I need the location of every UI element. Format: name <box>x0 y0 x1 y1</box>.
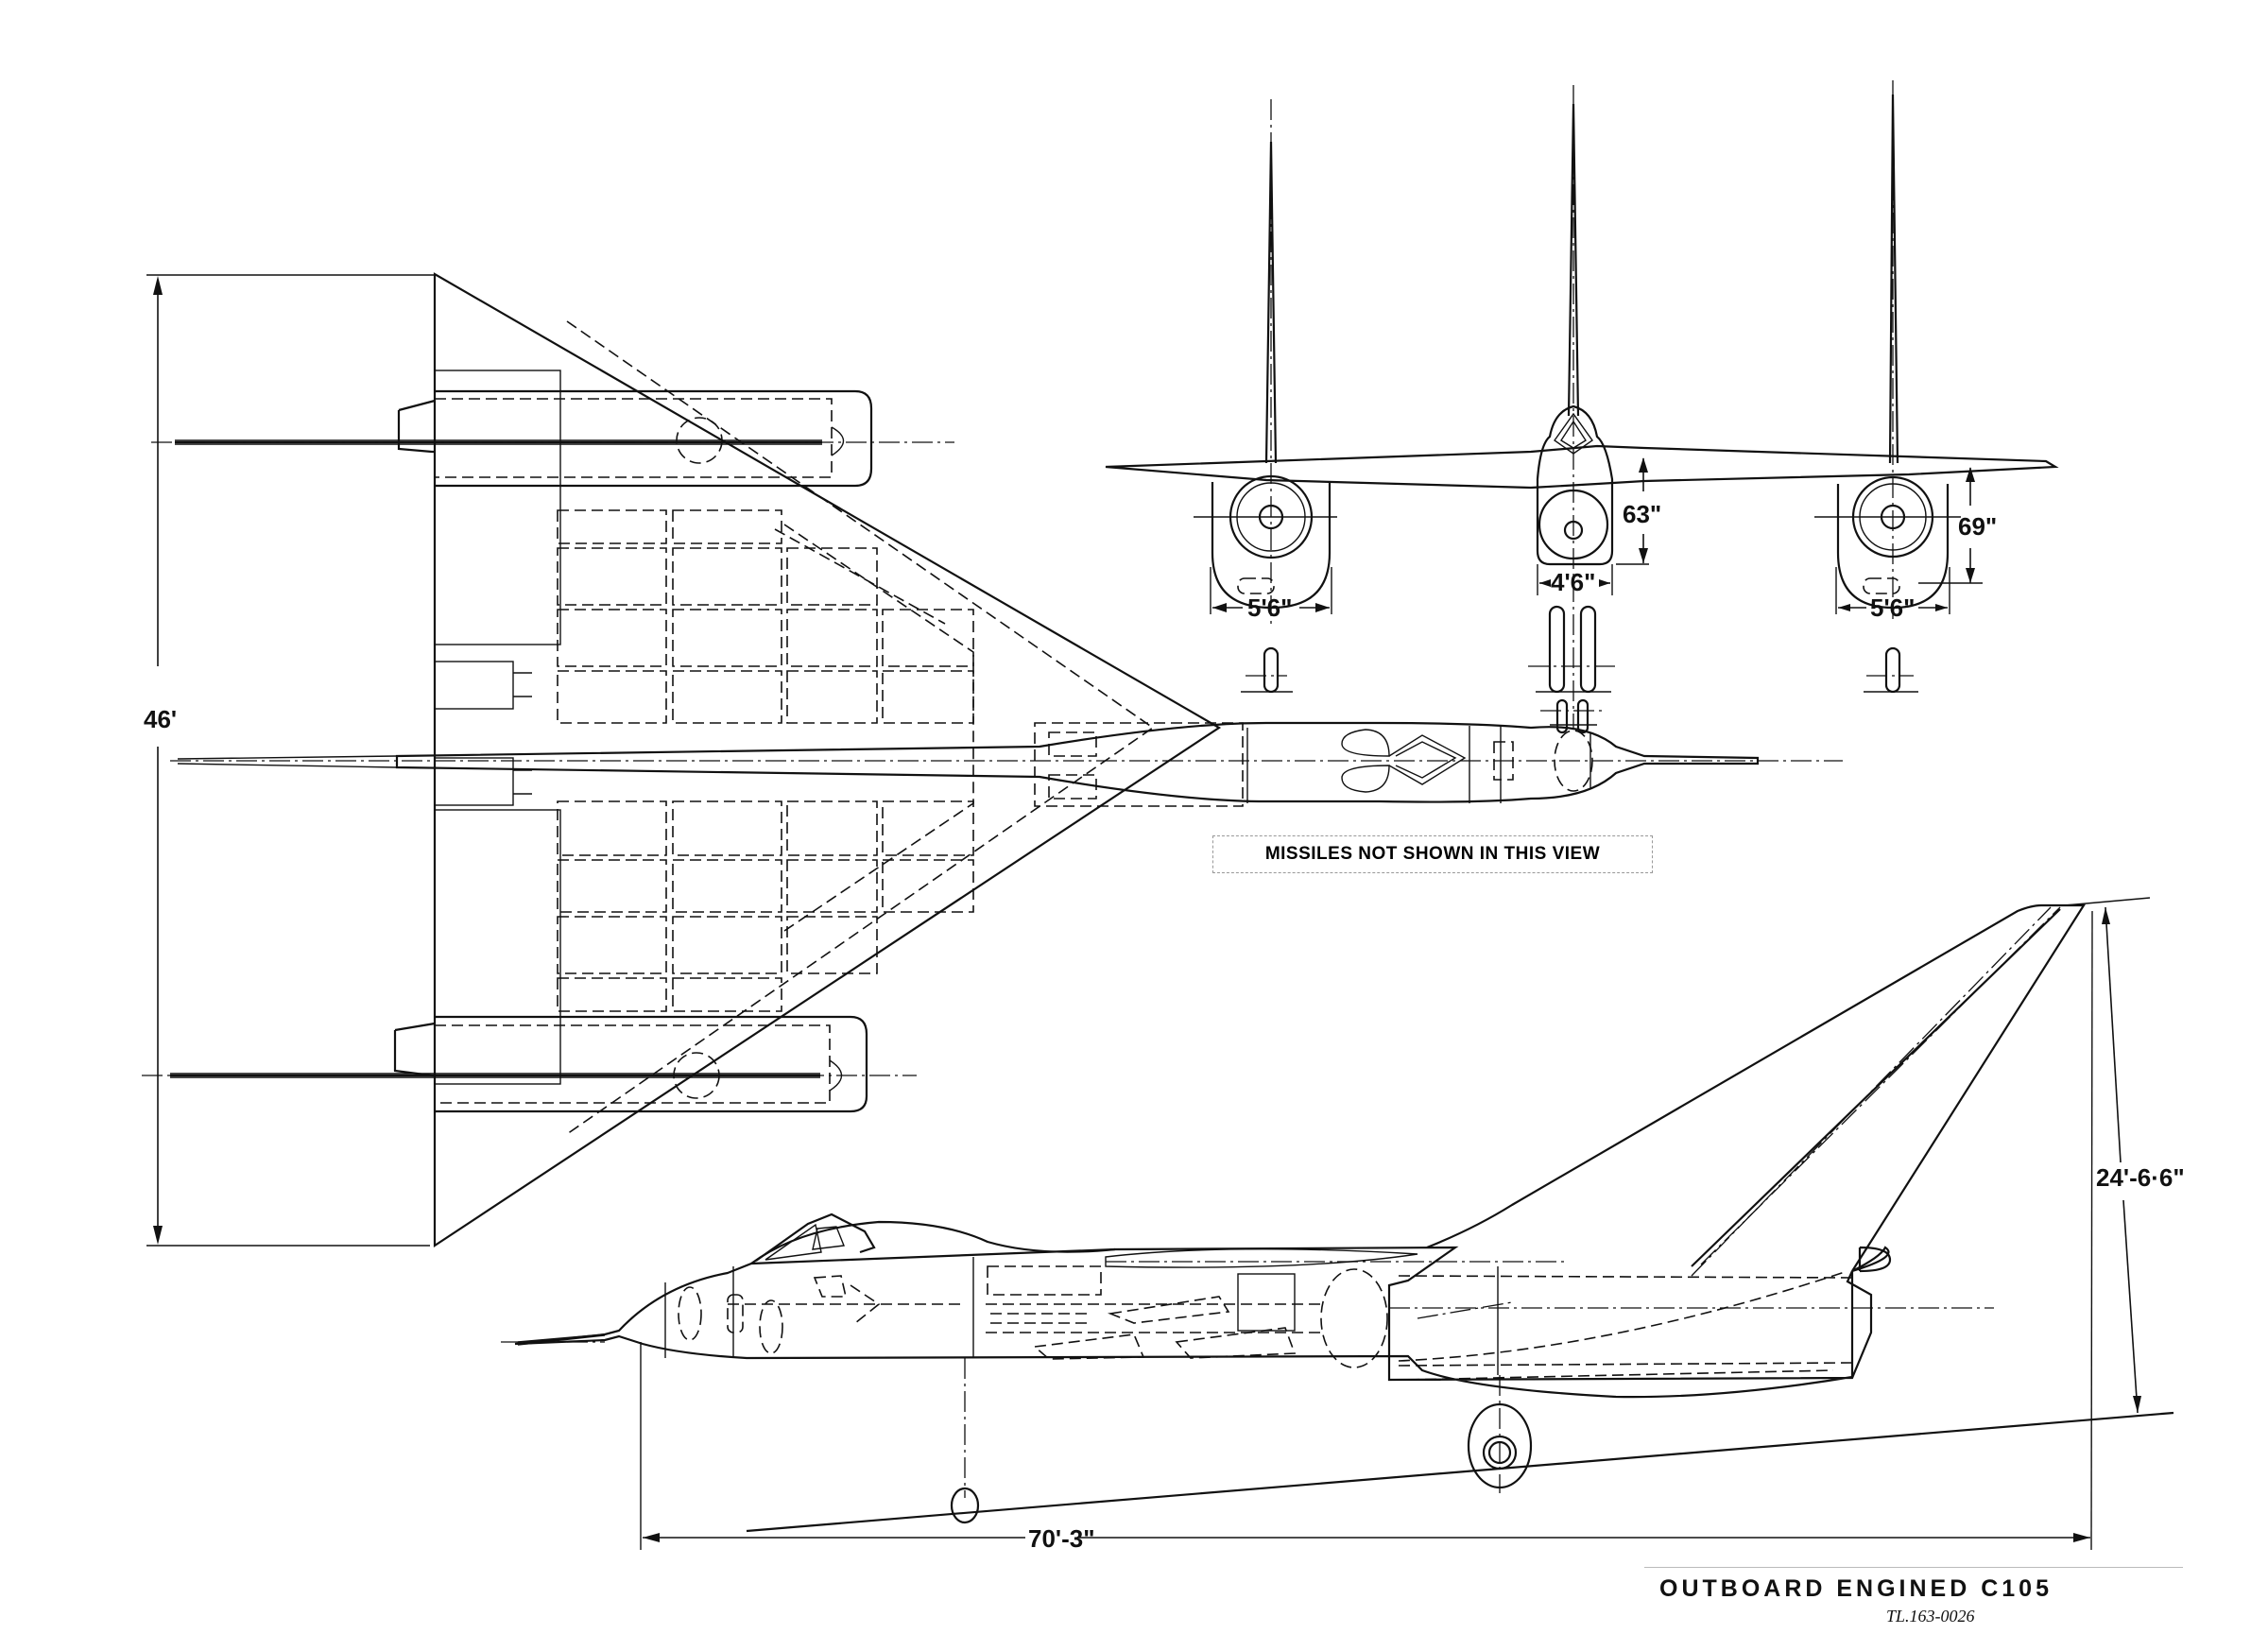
title-rule <box>1644 1567 2183 1568</box>
structure-bay <box>882 670 974 724</box>
plan-view: 46' <box>142 272 1843 1248</box>
structure-bay <box>786 800 878 856</box>
delta-wing-outline <box>433 272 1222 1248</box>
lower-engine-nacelle <box>142 1015 917 1113</box>
structure-bay <box>672 609 782 667</box>
drawing-title: OUTBOARD ENGINED C105 <box>1659 1575 2053 1602</box>
structure-bay <box>672 916 782 974</box>
structure-bay <box>557 670 667 724</box>
structure-bay <box>882 609 974 667</box>
side-missile-3 <box>1175 1327 1297 1359</box>
left-nacelle-front <box>1194 474 1337 610</box>
front-landing-gear <box>1241 605 1918 734</box>
structure-bay <box>786 547 878 606</box>
side-fuselage <box>514 1220 1873 1399</box>
structure-bay <box>786 609 878 667</box>
side-view: 70'-3" 24'-6·6" <box>501 897 2185 1553</box>
structure-bay <box>557 916 667 974</box>
structure-bay <box>672 547 782 606</box>
structure-bay <box>557 800 667 856</box>
structure-bay <box>672 800 782 856</box>
ground-line <box>746 1411 2174 1533</box>
tail-fairing-lower <box>434 757 514 806</box>
structure-bay <box>672 670 782 724</box>
structure-bay <box>557 509 667 544</box>
right-nacelle-front <box>1814 475 1961 610</box>
structure-bay <box>557 609 667 667</box>
structure-bay <box>557 977 667 1012</box>
left-nacelle-width-label: 5'6" <box>1247 593 1292 622</box>
front-wing <box>1105 444 2059 490</box>
structure-bay <box>786 670 878 724</box>
span-dimension-label: 46' <box>144 705 177 733</box>
missiles-note-box: MISSILES NOT SHOWN IN THIS VIEW <box>1212 835 1653 873</box>
elevon-upper <box>434 370 561 645</box>
height-dimension-line <box>2064 897 2151 1414</box>
fuselage-height-label: 63" <box>1623 500 1661 528</box>
side-canopy <box>755 1213 876 1262</box>
fuselage-width-label: 4'6" <box>1551 568 1595 596</box>
structure-bay <box>786 859 878 913</box>
canopy-plan <box>1341 729 1467 793</box>
structure-bay <box>557 547 667 606</box>
structure-bay <box>672 509 782 544</box>
right-nacelle-width-label: 5'6" <box>1870 593 1915 622</box>
drawing-reference-number: TL.163-0026 <box>1886 1607 1975 1625</box>
span-dimension-line <box>146 274 435 1247</box>
front-dimension-lines <box>1210 457 1983 614</box>
main-wheel <box>1467 1402 1533 1489</box>
nacelle-height-label: 69" <box>1958 512 1997 541</box>
radome-plan <box>1554 730 1593 792</box>
right-fin <box>1888 94 1899 464</box>
nose-gear-bay <box>1493 741 1514 781</box>
structure-bay <box>672 977 782 1012</box>
tail-fairing-upper <box>434 661 514 710</box>
structure-bay <box>882 800 974 856</box>
structure-bay <box>557 859 667 913</box>
structure-bay <box>672 859 782 913</box>
front-view: 5'6" 4'6" 63" 69" 5'6" <box>1105 80 2059 734</box>
length-dimension-line <box>640 910 2093 1551</box>
side-missile-1 <box>1107 1296 1230 1324</box>
side-missile-2 <box>1033 1333 1145 1360</box>
structure-bay <box>882 859 974 913</box>
upper-engine-nacelle <box>151 389 954 488</box>
fuselage-plan <box>170 721 1843 807</box>
length-dimension-label: 70'-3" <box>1028 1524 1095 1553</box>
wing-structure-grid <box>557 509 974 1012</box>
side-fin <box>1426 903 2086 1272</box>
missiles-note: MISSILES NOT SHOWN IN THIS VIEW <box>1264 844 1601 864</box>
height-dimension-label: 24'-6·6" <box>2096 1163 2185 1192</box>
fuselage-front <box>1536 404 1614 566</box>
structure-bay <box>786 916 878 974</box>
nose-wheel <box>950 1487 980 1524</box>
elevon-lower <box>434 809 561 1085</box>
